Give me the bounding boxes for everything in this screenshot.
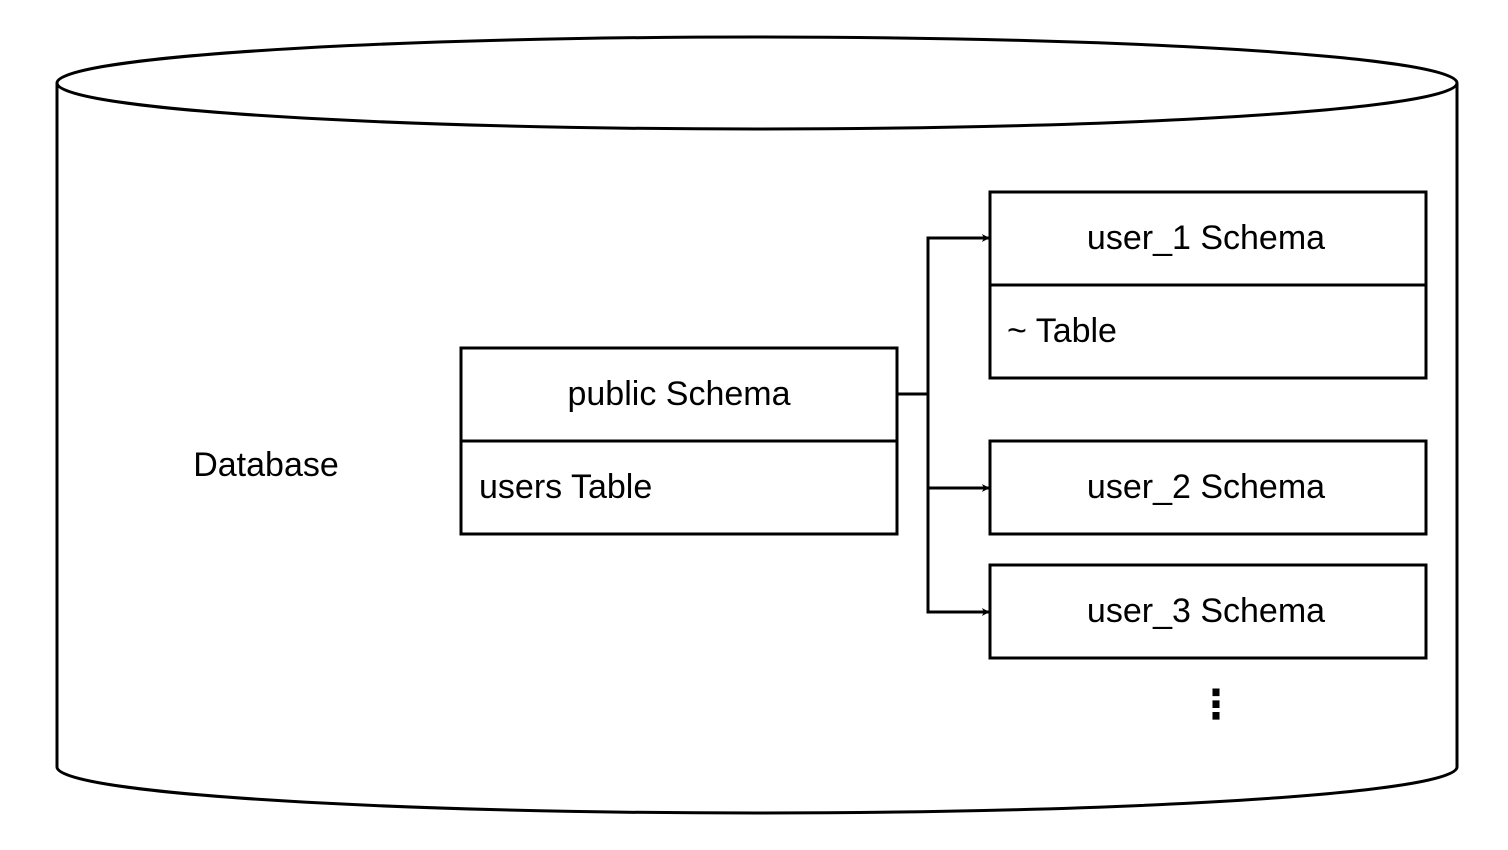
users-table-label: users Table [479,468,652,506]
user-1-table-label: ~ Table [1007,312,1117,350]
user-1-schema-header [988,190,1428,287]
schema-connectors [897,234,990,616]
public-schema-box: public Schema users Table [459,346,899,536]
cylinder-top [55,35,1459,131]
user-2-schema-box: user_2 Schema [988,439,1428,536]
user-1-schema-box: user_1 Schema ~ Table [988,190,1428,380]
connector-to-user-3 [926,488,990,616]
public-schema-header [459,346,899,443]
database-label: Database [193,446,339,484]
connector-to-user-1 [926,234,990,394]
user-3-schema-title: user_3 Schema [1087,592,1325,630]
continuation-ellipsis: ⋮ [1196,682,1236,728]
public-schema-title: public Schema [567,375,790,413]
user-2-schema-title: user_2 Schema [1087,468,1325,506]
user-3-schema-box: user_3 Schema [988,563,1428,660]
user-2-schema-header [988,439,1428,536]
user-1-schema-title: user_1 Schema [1087,219,1325,257]
user-1-schema-body [988,283,1428,380]
public-schema-body [459,439,899,536]
user-3-schema-header [988,563,1428,660]
